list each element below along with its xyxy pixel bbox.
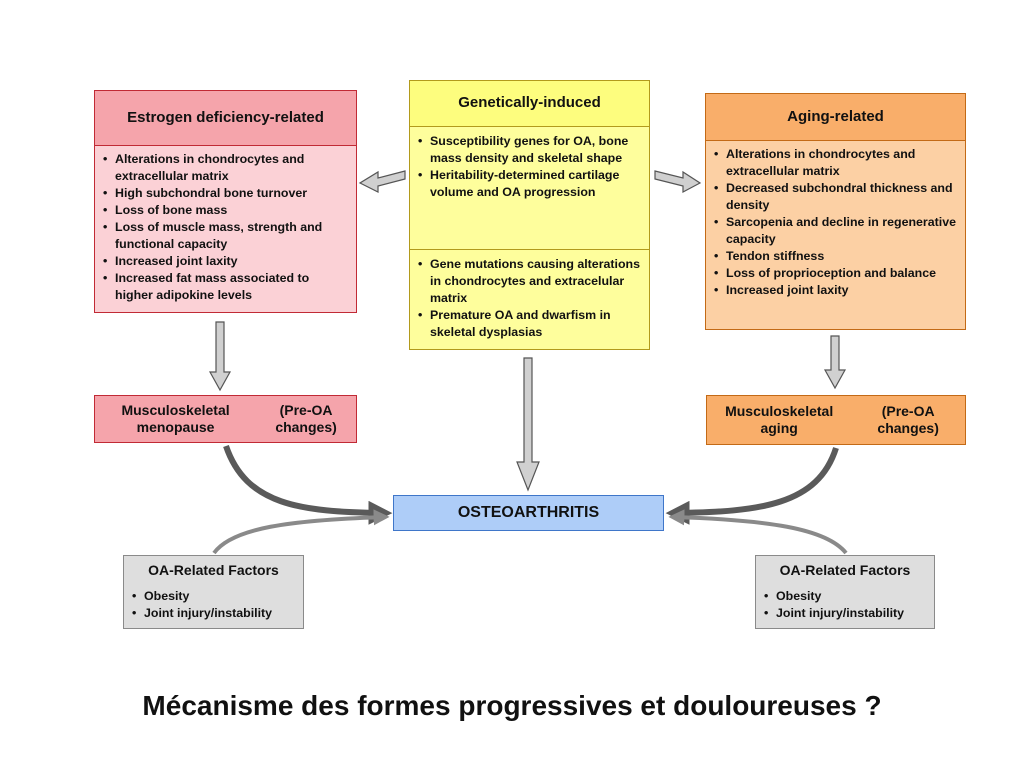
estrogen-title: Estrogen deficiency-related [95, 91, 356, 146]
list-item: Obesity [132, 588, 297, 605]
curve-factors-left-to-oa [212, 509, 390, 555]
arrow-genetic-to-oa [516, 357, 540, 492]
genetic-list-2: Gene mutations causing alterations in ch… [410, 250, 649, 345]
musculoskeletal-menopause-box: Musculoskeletal menopause (Pre-OA change… [94, 395, 357, 443]
list-item: Gene mutations causing alterations in ch… [418, 256, 643, 307]
estrogen-box: Estrogen deficiency-related Alterations … [94, 90, 357, 313]
genetic-box: Genetically-induced Susceptibility genes… [409, 80, 650, 350]
list-item: High subchondral bone turnover [103, 185, 350, 202]
aging-list: Alterations in chondrocytes and extracel… [706, 141, 965, 303]
list-item: Increased fat mass associated to higher … [103, 270, 350, 304]
aging-box-line-2: (Pre-OA changes) [877, 402, 939, 437]
arrow-genetic-to-aging [654, 170, 702, 193]
estrogen-list: Alterations in chondrocytes and extracel… [95, 146, 356, 308]
curve-agingbox-to-oa [665, 447, 839, 525]
genetic-section-2: Gene mutations causing alterations in ch… [410, 250, 649, 345]
list-item: Increased joint laxity [714, 282, 959, 299]
list-item: Tendon stiffness [714, 248, 959, 265]
list-item: Heritability-determined cartilage volume… [418, 167, 643, 201]
list-item: Alterations in chondrocytes and extracel… [103, 151, 350, 185]
curve-factors-right-to-oa [668, 509, 848, 555]
factors-left-title: OA-Related Factors [148, 562, 279, 579]
menopause-line-1: Musculoskeletal menopause [121, 401, 230, 436]
arrow-estrogen-to-menopause [208, 321, 232, 392]
genetic-section-1: Susceptibility genes for OA, bone mass d… [410, 127, 649, 250]
osteoarthritis-box: OSTEOARTHRITIS [393, 495, 664, 531]
list-item: Premature OA and dwarfism in skeletal dy… [418, 307, 643, 341]
list-item: Sarcopenia and decline in regenerative c… [714, 214, 959, 248]
list-item: Loss of muscle mass, strength and functi… [103, 219, 350, 253]
aging-title: Aging-related [706, 94, 965, 141]
slide-caption: Mécanisme des formes progressives et dou… [142, 690, 882, 721]
list-item: Loss of bone mass [103, 202, 350, 219]
list-item: Joint injury/instability [132, 605, 297, 622]
factors-right-title: OA-Related Factors [779, 562, 911, 579]
osteoarthritis-label: OSTEOARTHRITIS [457, 504, 600, 521]
aging-box-line-1: Musculoskeletal aging [725, 402, 834, 437]
list-item: Joint injury/instability [764, 605, 928, 622]
list-item: Alterations in chondrocytes and extracel… [714, 146, 959, 180]
list-item: Obesity [764, 588, 928, 605]
arrow-aging-to-agingbox [823, 335, 847, 390]
menopause-line-2: (Pre-OA changes) [275, 401, 337, 436]
curve-menopause-to-oa [223, 445, 393, 525]
list-item: Susceptibility genes for OA, bone mass d… [418, 133, 643, 167]
musculoskeletal-aging-box: Musculoskeletal aging (Pre-OA changes) [706, 395, 966, 445]
oa-factors-left-box: OA-Related Factors Obesity Joint injury/… [123, 555, 304, 629]
genetic-title: Genetically-induced [410, 81, 649, 127]
aging-box-label: Musculoskeletal aging (Pre-OA changes) [707, 396, 965, 444]
factors-left-list: Obesity Joint injury/instability [124, 586, 303, 624]
factors-right-list: Obesity Joint injury/instability [756, 586, 934, 624]
list-item: Loss of proprioception and balance [714, 265, 959, 282]
list-item: Decreased subchondral thickness and dens… [714, 180, 959, 214]
arrow-genetic-to-estrogen [358, 170, 406, 193]
aging-box: Aging-related Alterations in chondrocyte… [705, 93, 966, 330]
list-item: Increased joint laxity [103, 253, 350, 270]
oa-factors-right-box: OA-Related Factors Obesity Joint injury/… [755, 555, 935, 629]
menopause-label: Musculoskeletal menopause (Pre-OA change… [95, 396, 356, 442]
genetic-list-1: Susceptibility genes for OA, bone mass d… [410, 127, 649, 205]
